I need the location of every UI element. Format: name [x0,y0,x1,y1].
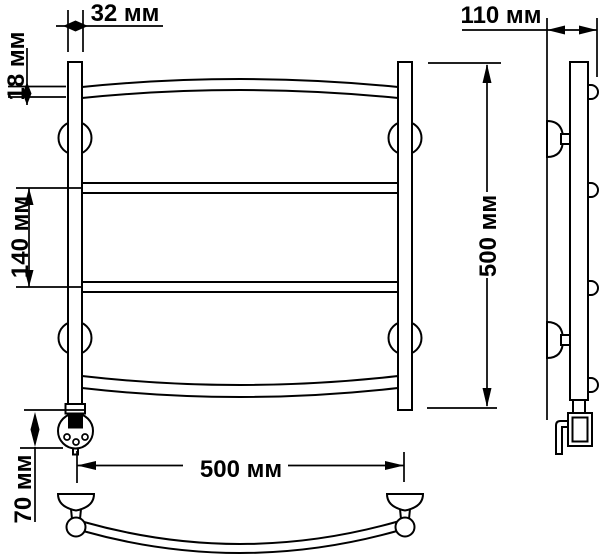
dimension-arrow-left [547,25,565,35]
dimension-rail-spacing: 140 мм [7,187,82,288]
dim-rail-spacing-label: 140 мм [7,196,34,278]
heater-box-inner [571,416,589,443]
dimension-height: 500 мм [427,62,502,409]
dim-bracket-width-label: 32 мм [91,0,160,27]
dimension-arrow [22,82,32,105]
bottom-view [56,493,425,554]
bottom-ball-joint-left [65,516,87,538]
dimension-arrow-right [385,461,404,470]
dimension-arrow-up [24,188,34,205]
curved-rail-bottom-view [81,520,399,554]
connector-collar [64,403,86,415]
dim-width-label: 500 мм [200,456,282,483]
dim-tube-thickness-label: 18 мм [3,32,30,101]
connector-stub [72,447,79,456]
bottom-ball-joint-right [394,516,416,538]
dimension-arrow-right [579,25,597,35]
front-view [57,61,423,456]
connector-pin-left [63,433,71,441]
dimension-bottom-offset: 70 мм [10,409,84,524]
connector-pin-center [72,438,80,446]
left-post [67,61,83,405]
connector-pin-right [81,433,89,441]
dimension-bracket-width: 32 мм [56,0,163,52]
connector-plug [68,413,83,429]
bracket-stem-top [560,133,571,145]
rail-third [81,281,399,293]
dim-bottom-offset-label: 70 мм [10,455,37,524]
bracket-stem-bottom [560,334,571,346]
dimension-tube-thickness: 18 мм [3,32,66,105]
rail-end-2 [588,182,599,198]
bottom-bracket-right [385,493,425,512]
dim-wall-depth-label: 110 мм [461,2,542,29]
dimension-width: 500 мм [76,451,405,483]
electric-connector [57,403,94,456]
dimension-arrow [30,412,40,447]
dimension-arrow-down [24,270,34,287]
side-view [546,18,599,455]
rail-second [81,182,399,194]
rail-bottom-arched [81,374,399,398]
dimension-arrow-left [77,461,96,470]
right-post [397,61,413,411]
rail-end-1 [588,84,599,100]
rail-top-arched [81,78,399,100]
rail-end-4 [588,377,599,393]
dimension-arrow [63,20,88,32]
dim-height-label: 500 мм [475,195,502,277]
dimension-arrow-down [482,388,492,407]
dimension-wall-depth: 110 мм [461,2,598,77]
side-connector-neck [572,399,586,414]
power-cable-hook [555,420,569,455]
rail-end-3 [588,280,599,296]
dimension-arrow-up [482,64,492,83]
bottom-bracket-left [56,493,96,512]
side-post [569,61,589,401]
